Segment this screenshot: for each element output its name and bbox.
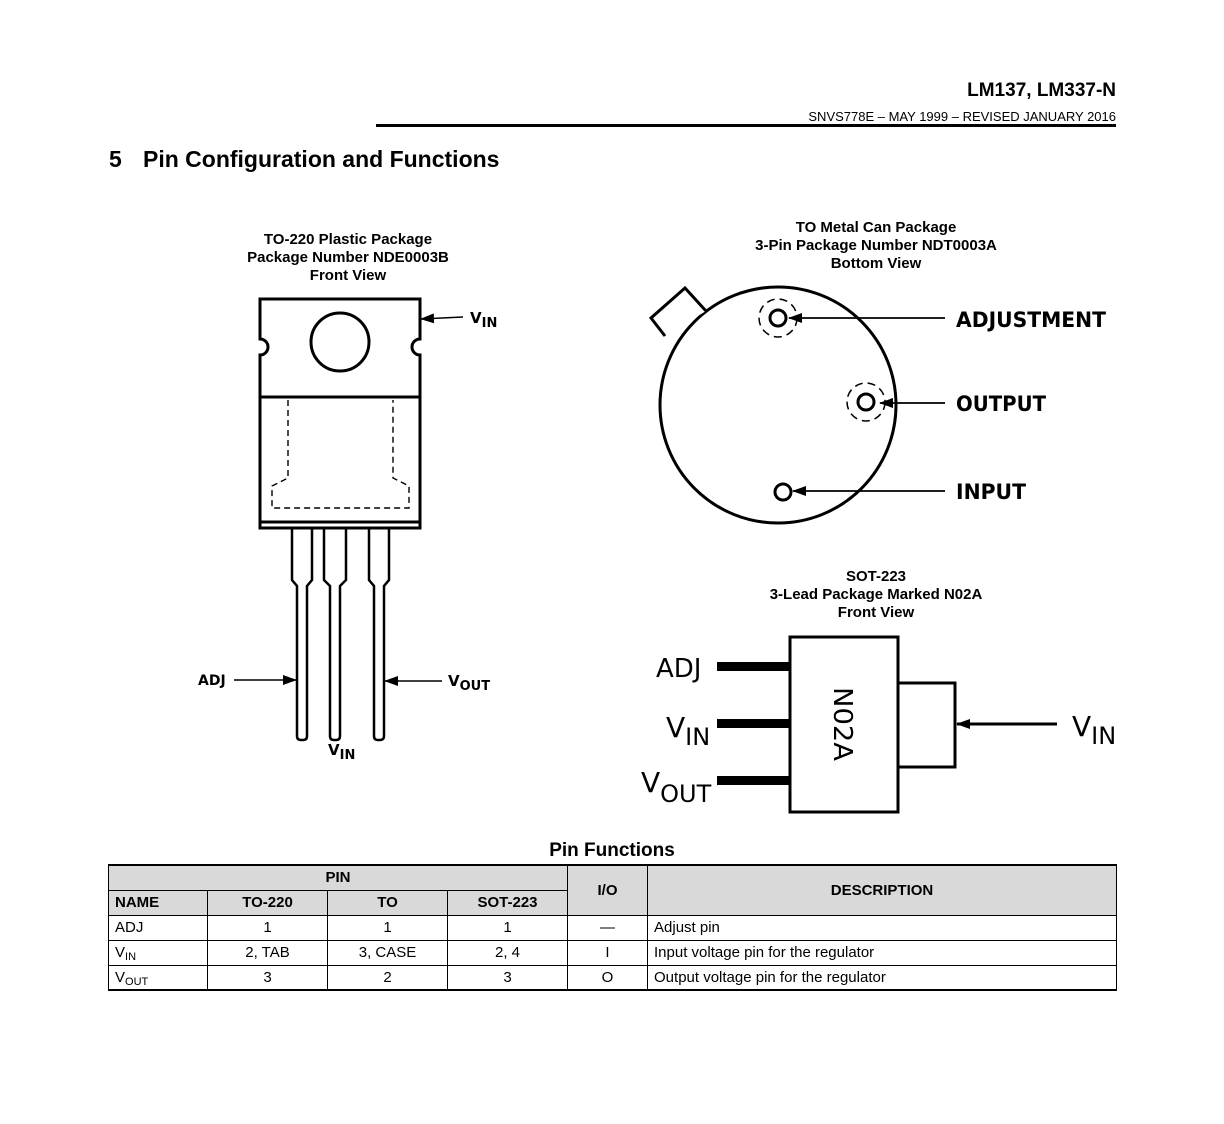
pin-io: — <box>567 914 649 941</box>
to220-vin-pin-label: VIN <box>328 741 355 763</box>
pin-name: VIN <box>108 939 208 966</box>
pin-to: 3, CASE <box>327 939 448 966</box>
pin-to: 2 <box>327 964 448 991</box>
to220-caption-line: Package Number NDE0003B <box>247 249 449 266</box>
sot223-lead-vin <box>717 719 790 728</box>
to220-lead-vout <box>367 528 391 742</box>
pin-name: ADJ <box>108 914 208 941</box>
header-to220: TO-220 <box>207 889 328 916</box>
tocan-input-pin <box>773 482 793 502</box>
tocan-caption: TO Metal Can Package 3-Pin Package Numbe… <box>736 219 1016 273</box>
tocan-adjustment-pin <box>768 308 788 328</box>
tocan-output-label: OUTPUT <box>956 392 1047 416</box>
pin-description: Adjust pin <box>647 914 1118 941</box>
header-rule <box>376 124 1116 127</box>
table-row: VOUT 3 2 3 O Output voltage pin for the … <box>108 964 1118 991</box>
to220-vout-label: VOUT <box>448 672 490 694</box>
to220-package: VIN ADJ VOUT VIN <box>198 297 497 763</box>
to220-lead-adj <box>290 528 314 742</box>
header-sot223: SOT-223 <box>446 889 569 916</box>
pin-to220: 3 <box>207 964 328 991</box>
to220-caption-line: TO-220 Plastic Package <box>263 231 433 248</box>
tocan-output-pin <box>856 392 876 412</box>
sot223-vout-label: VOUT <box>641 766 712 808</box>
to220-adj-label: ADJ <box>198 673 226 689</box>
header-io: I/O <box>567 864 649 916</box>
pin-to220: 2, TAB <box>207 939 328 966</box>
header-pin: PIN <box>107 864 569 891</box>
section-heading: 5 Pin Configuration and Functions <box>109 146 499 173</box>
pin-name: VOUT <box>108 964 208 991</box>
to220-caption: TO-220 Plastic Package Package Number ND… <box>238 231 458 285</box>
to220-vin-tab-label: VIN <box>470 309 497 331</box>
sot223-caption-line: 3-Lead Package Marked N02A <box>769 586 983 603</box>
sot223-vin-label: VIN <box>666 711 710 751</box>
tocan-caption-line: 3-Pin Package Number NDT0003A <box>755 237 997 254</box>
section-title: Pin Configuration and Functions <box>143 146 500 172</box>
tocan-tab <box>648 285 708 337</box>
sot223-lead-adj <box>717 662 790 671</box>
pin-description: Input voltage pin for the regulator <box>647 939 1118 966</box>
table-row: VIN 2, TAB 3, CASE 2, 4 I Input voltage … <box>108 939 1118 966</box>
pin-functions-title: Pin Functions <box>549 840 675 861</box>
document-title: LM137, LM337-N <box>967 80 1116 101</box>
sot223-caption-line: Front View <box>837 604 915 621</box>
header-description: DESCRIPTION <box>647 864 1118 916</box>
sot223-vin-tab-label: VIN <box>1072 710 1116 750</box>
pin-sot223: 1 <box>446 914 569 941</box>
tocan-input-label: INPUT <box>956 480 1027 504</box>
to220-mounting-hole <box>309 311 371 373</box>
sot223-marking: N02A <box>827 687 857 761</box>
sot223-package: N02A ADJ VIN VOUT VIN <box>641 635 1116 814</box>
to220-vin-tab-arrow <box>420 313 464 324</box>
header-name: NAME <box>108 889 208 916</box>
pin-sot223: 3 <box>446 964 569 991</box>
pin-io: I <box>567 939 649 966</box>
sot223-lead-vout <box>717 776 790 785</box>
pin-to220: 1 <box>207 914 328 941</box>
to220-caption-line: Front View <box>309 267 387 284</box>
pin-functions-table: PIN I/O DESCRIPTION NAME TO-220 TO SOT-2… <box>107 864 1118 991</box>
tocan-case <box>658 285 898 525</box>
sot223-tab <box>896 681 957 769</box>
table-row: ADJ 1 1 1 — Adjust pin <box>108 914 1118 941</box>
section-number: 5 <box>109 146 122 172</box>
to220-body <box>258 395 422 530</box>
tocan-package: ADJUSTMENT OUTPUT INPUT <box>648 285 1107 525</box>
to220-die-outline <box>271 400 410 509</box>
to220-lead-vin <box>322 528 348 742</box>
sot223-caption-line: SOT-223 <box>845 568 907 585</box>
tocan-output-pin-ring <box>846 382 886 422</box>
pin-to: 1 <box>327 914 448 941</box>
document-revision: SNVS778E – MAY 1999 – REVISED JANUARY 20… <box>808 109 1116 124</box>
tocan-caption-line: Bottom View <box>830 255 922 272</box>
tocan-caption-line: TO Metal Can Package <box>795 219 957 236</box>
tocan-adjustment-label: ADJUSTMENT <box>956 308 1107 332</box>
sot223-adj-label: ADJ <box>656 654 701 684</box>
pin-description: Output voltage pin for the regulator <box>647 964 1118 991</box>
header-to: TO <box>327 889 448 916</box>
pin-io: O <box>567 964 649 991</box>
pin-sot223: 2, 4 <box>446 939 569 966</box>
sot223-caption: SOT-223 3-Lead Package Marked N02A Front… <box>736 568 1016 622</box>
